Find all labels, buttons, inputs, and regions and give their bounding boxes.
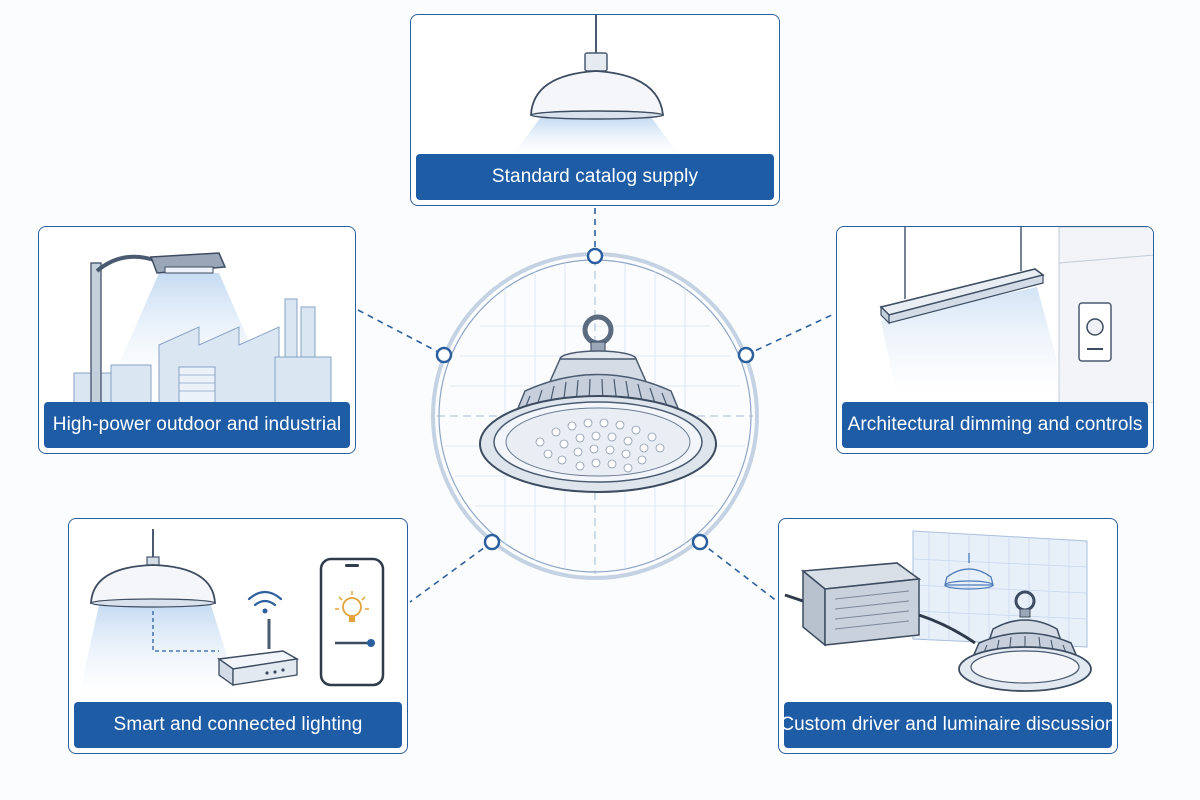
central-hub — [420, 246, 780, 586]
connector-dot-left — [435, 346, 453, 364]
node-label: Standard catalog supply — [416, 154, 774, 200]
connector-dot-bottom-right — [691, 533, 709, 551]
node-label: Custom driver and luminaire discussion — [780, 702, 1116, 748]
connector-bottom-right — [699, 541, 779, 603]
connector-left — [357, 309, 445, 356]
node-high-power-outdoor-industrial: High-power outdoor and industrial — [38, 226, 356, 454]
node-label: Smart and connected lighting — [74, 702, 402, 748]
connector-bottom-left — [409, 541, 493, 603]
smart-lamp-router-phone-icon — [79, 529, 385, 695]
driver-luminaire-icon — [784, 530, 1092, 692]
node-standard-catalog-supply: Standard catalog supply — [410, 14, 780, 206]
pendant-lamp-icon — [513, 15, 679, 155]
ufo-high-bay-luminaire-icon — [431, 252, 759, 580]
node-architectural-dimming-controls: Architectural dimming and controls — [836, 226, 1154, 454]
linear-pendant-dimmer-icon — [879, 227, 1153, 403]
node-label: High-power outdoor and industrial — [44, 402, 350, 448]
node-smart-connected-lighting: Smart and connected lighting — [68, 518, 408, 754]
node-custom-driver-luminaire: Custom driver and luminaire discussion — [778, 518, 1118, 754]
connector-dot-bottom-left — [483, 533, 501, 551]
street-light-factory-icon — [73, 252, 332, 403]
connector-dot-right — [737, 346, 755, 364]
node-label: Architectural dimming and controls — [842, 402, 1148, 448]
connector-dot-top — [586, 247, 604, 265]
connector-right — [745, 313, 835, 356]
